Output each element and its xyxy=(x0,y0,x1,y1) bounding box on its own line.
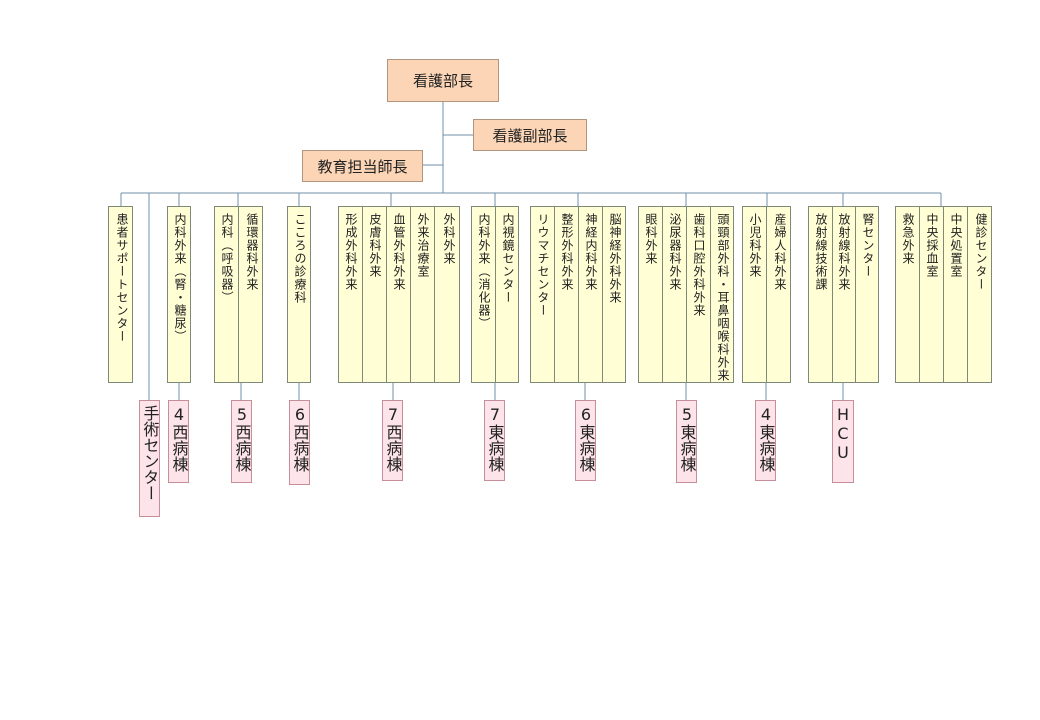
outpatient-group-10: 放射線技術課 放射線科外来 腎センター xyxy=(808,206,879,383)
outpatient-group-1: 患者サポートセンター xyxy=(108,206,133,383)
outpatient-unit: 腎センター xyxy=(861,213,875,278)
nursing-director-box: 看護部長 xyxy=(387,59,499,102)
ward-6-east: 6東病棟 xyxy=(575,400,596,481)
outpatient-unit: 泌尿器科外来 xyxy=(663,207,687,382)
outpatient-group-5: 形成外科外来 皮膚科外来 血管外科外来 外来治療室 外科外来 xyxy=(338,206,460,383)
outpatient-unit: 内科外来（腎・糖尿） xyxy=(173,213,187,343)
outpatient-group-7: リウマチセンター 整形外科外来 神経内科外来 脳神経外科外来 xyxy=(530,206,626,383)
outpatient-unit: 小児科外来 xyxy=(743,207,767,382)
outpatient-unit: こころの診療科 xyxy=(293,213,307,304)
education-head-box: 教育担当師長 xyxy=(302,150,423,182)
ward-4-east: 4東病棟 xyxy=(755,400,776,481)
outpatient-group-6: 内科外来（消化器） 内視鏡センター xyxy=(471,206,519,383)
outpatient-unit: 整形外科外来 xyxy=(555,207,579,382)
deputy-director-box: 看護副部長 xyxy=(473,119,587,151)
outpatient-unit: 形成外科外来 xyxy=(339,207,363,382)
ward-hcu: HCU xyxy=(832,400,854,483)
outpatient-group-8: 眼科外来 泌尿器科外来 歯科口腔外科外来 頭頸部外科・耳鼻咽喉科外来 xyxy=(638,206,734,383)
outpatient-unit: 患者サポートセンター xyxy=(115,213,129,343)
ward-7-west: 7西病棟 xyxy=(382,400,403,481)
ward-7-east: 7東病棟 xyxy=(484,400,505,481)
outpatient-unit: 内視鏡センター xyxy=(501,213,515,304)
ward-6-west: 6西病棟 xyxy=(289,400,310,485)
outpatient-unit: 眼科外来 xyxy=(639,207,663,382)
outpatient-unit: 救急外来 xyxy=(896,207,920,382)
outpatient-group-9: 小児科外来 産婦人科外来 xyxy=(742,206,791,383)
outpatient-unit: 健診センター xyxy=(974,213,988,291)
ward-4-west: 4西病棟 xyxy=(168,400,189,483)
ward-5-east: 5東病棟 xyxy=(676,400,697,483)
outpatient-unit: 中央処置室 xyxy=(944,207,968,382)
outpatient-unit: 脳神経外科外来 xyxy=(608,213,622,304)
outpatient-unit: 外科外来 xyxy=(442,213,456,265)
outpatient-unit: 頭頸部外科・耳鼻咽喉科外来 xyxy=(716,213,730,382)
nursing-director-label: 看護部長 xyxy=(412,72,473,90)
outpatient-group-3: 内科（呼吸器） 循環器科外来 xyxy=(214,206,263,383)
outpatient-group-4: こころの診療科 xyxy=(287,206,311,383)
outpatient-unit: 神経内科外来 xyxy=(579,207,603,382)
outpatient-unit: 皮膚科外来 xyxy=(363,207,387,382)
ward-5-west: 5西病棟 xyxy=(231,400,252,483)
outpatient-unit: リウマチセンター xyxy=(531,207,555,382)
outpatient-unit: 中央採血室 xyxy=(920,207,944,382)
education-head-label: 教育担当師長 xyxy=(317,157,408,176)
ward-surgery-center: 手術センター xyxy=(139,400,160,517)
outpatient-unit: 放射線科外来 xyxy=(833,207,856,382)
outpatient-unit: 内科（呼吸器） xyxy=(215,207,239,382)
outpatient-unit: 内科外来（消化器） xyxy=(472,207,496,382)
outpatient-unit: 循環器科外来 xyxy=(245,213,259,291)
outpatient-unit: 外来治療室 xyxy=(411,207,435,382)
outpatient-unit: 産婦人科外来 xyxy=(773,213,787,291)
outpatient-unit: 放射線技術課 xyxy=(809,207,833,382)
outpatient-unit: 歯科口腔外科外来 xyxy=(687,207,711,382)
deputy-director-label: 看護副部長 xyxy=(492,126,568,145)
outpatient-group-2: 内科外来（腎・糖尿） xyxy=(167,206,191,383)
outpatient-group-11: 救急外来 中央採血室 中央処置室 健診センター xyxy=(895,206,992,383)
outpatient-unit: 血管外科外来 xyxy=(387,207,411,382)
